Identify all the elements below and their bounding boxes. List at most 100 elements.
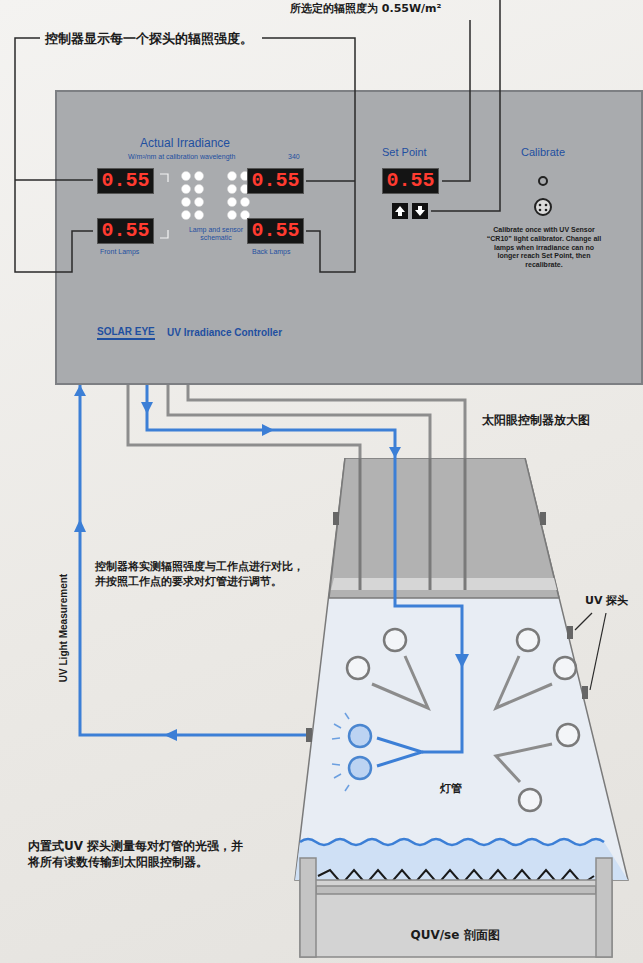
note-text: 所选定的辐照度为 0.55W/m² [290,2,441,17]
lamp-schematic-dot [228,211,237,220]
lamp-schematic-dot [228,172,237,181]
lit-lamp [334,724,341,728]
cabinet-base [300,880,612,957]
signal-wire [359,458,362,590]
display-value: 0.55 [101,221,149,241]
display-caption: Back Lamps [252,248,291,256]
signal-wire [464,458,467,590]
chamber-housing [295,458,628,880]
signal-wire [128,385,360,458]
probe-leader [575,613,592,630]
leader-line [55,90,500,272]
lamp-tube [519,789,541,811]
part-name: 灯管 [440,782,462,797]
control-path [395,458,462,752]
display-readout: 0.55 [97,168,154,194]
lamp-tube [557,724,579,746]
panel-heading: Actual Irradiance [140,136,230,150]
arrow-button [395,206,405,216]
arrow-button [412,203,428,219]
panel-heading: Calibrate [503,146,583,159]
leader-line [306,180,355,182]
display-value: 0.55 [386,171,434,191]
arrow-button [415,206,425,216]
probe-leader [590,613,606,690]
calibrate-port [539,209,542,212]
lamp-schematic-dot [195,185,204,194]
probe-leader [575,613,606,690]
calibrate-port [535,177,551,215]
chamber-cutaway: QUV/se 剖面图 [290,458,632,958]
sensor-probe [306,728,312,742]
control-path [290,458,462,766]
lamp-schematic-dot [195,172,204,181]
lit-lamp [332,764,340,765]
display-readout: 0.55 [247,218,304,244]
figure-title: 太阳眼控制器放大图 [482,412,590,428]
cabinet-base [596,858,612,957]
calibrate-port [535,199,551,215]
lit-lamp [345,785,349,791]
signal-wire [429,458,432,590]
leader-line [15,38,56,272]
lamp-schematic-dot [195,211,204,220]
lamp-schematic-dot [182,198,191,207]
indicator-mark [160,230,168,238]
lamp-schematic-dot [228,185,237,194]
callout-text: 控制器将实测辐照强度与工作点进行对比，并按照工作点的要求对灯管进行调节。 [95,560,309,590]
lamp-tube [384,629,406,651]
cabinet-base [300,858,316,957]
panel-heading: Set Point [382,146,427,159]
lamp-schematic-dot [241,198,250,207]
lamp-schematic-dot [228,198,237,207]
reflector [372,656,428,708]
leader-line [431,90,500,211]
lit-lamp [345,713,349,719]
lamp-tube [554,657,576,679]
calibrate-port [545,209,548,212]
control-arrow [455,654,469,668]
lamp-schematic-dot [182,185,191,194]
panel-art [55,90,551,272]
arrow-head [74,385,86,396]
instruction-text: Calibrate once with UV Sensor “CR10” lig… [483,226,605,270]
lamp-schematic-dot [182,211,191,220]
cabinet-base [300,858,612,957]
display-value: 0.55 [251,221,299,241]
sensor-probe [567,626,573,639]
leader-line [306,90,355,272]
cabinet-base [316,886,596,894]
setpoint-readout: 0.55 [382,168,439,194]
lit-lamp [349,725,371,747]
control-connector [147,385,395,458]
chamber-art [290,458,632,958]
signal-wire [168,385,430,458]
lamp-tube [517,629,539,651]
chamber-housing [295,458,628,880]
display-readout: 0.55 [97,218,154,244]
connector-label: UV Light Measurement [58,574,70,682]
sensor-probe [306,512,588,742]
leader-line [262,38,355,91]
indicator-mark [160,174,168,182]
control-path [290,734,306,737]
water-bath [295,839,628,880]
callout-text: 内置式UV 探头测量每对灯管的光强，并将所有读数传输到太阳眼控制器。 [28,838,246,870]
lit-lamp [332,713,371,791]
calibrate-port [539,204,542,207]
calibrate-port [539,177,547,185]
leader-line [469,20,471,91]
display-value: 0.55 [101,171,149,191]
sensor-probe [582,686,588,699]
sensor-probe [540,512,546,525]
signal-wire [360,458,465,590]
reflector [496,744,552,782]
wavelength-value: 340 [288,153,300,161]
control-path [377,738,422,766]
arrow-head [389,447,401,458]
lamp-schematic-dot [195,198,204,207]
leader-line [55,179,93,181]
base-caption: QUV/se 剖面图 [410,928,499,942]
indicator-mark [230,174,238,182]
lit-lamp [349,757,371,779]
